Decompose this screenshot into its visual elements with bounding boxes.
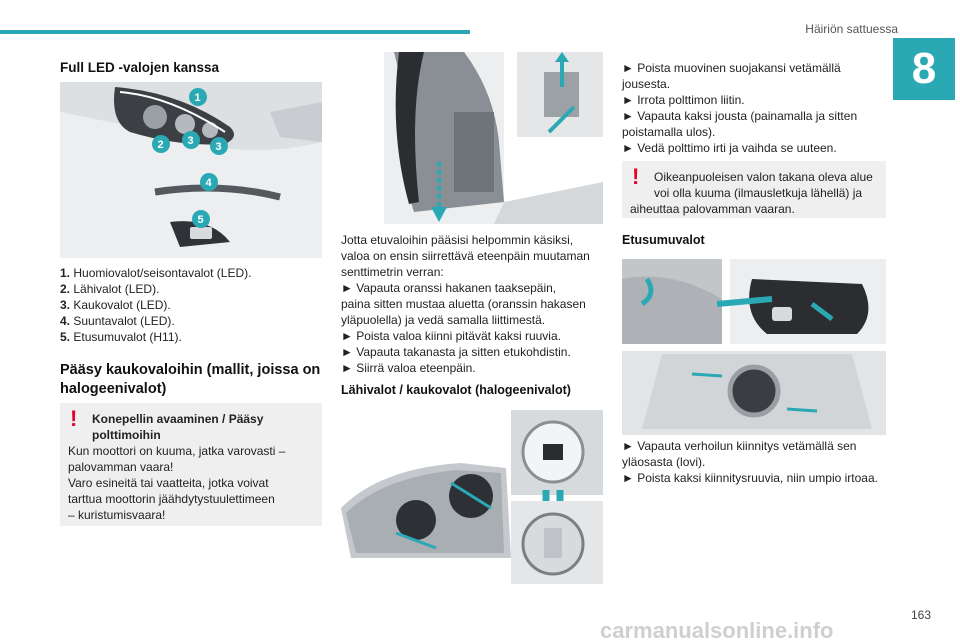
halogen-bulb-illustration — [341, 410, 603, 584]
section-title: Häiriön sattuessa — [805, 22, 898, 36]
legend-item: 2. Lähivalot (LED). — [60, 282, 160, 296]
svg-text:3: 3 — [216, 141, 222, 153]
header-accent-bar — [0, 30, 470, 34]
led-legend-list: 1. Huomiovalot/seisontavalot (LED). 2. L… — [60, 265, 322, 345]
headlight-removal-illustration — [384, 52, 603, 224]
warning-body: Oikeanpuoleisen valon takana oleva alue … — [630, 170, 873, 216]
callout-badge-4: 4 — [200, 173, 218, 191]
legend-item: 3. Kaukovalot (LED). — [60, 298, 171, 312]
fog-light-instructions: ► Vapauta verhoilun kiinnitys vetämällä … — [622, 439, 878, 485]
headlight-instructions: Jotta etuvaloihin pääsisi helpommin käsi… — [341, 233, 590, 375]
warning-icon: ! — [70, 406, 78, 431]
halogen-bulb-image — [341, 408, 603, 584]
heading-low-high-beam: Lähivalot / kaukovalot (halogeenivalot) — [341, 383, 571, 397]
svg-text:4: 4 — [206, 177, 213, 189]
legend-item: 4. Suuntavalot (LED). — [60, 314, 175, 328]
fog-light-image — [622, 259, 886, 435]
heading-halogen-access: Pääsy kaukovaloihin (mallit, joissa on h… — [60, 362, 321, 397]
callout-badge-5: 5 — [192, 210, 210, 228]
warning-box-hot-area: ! Oikeanpuoleisen valon takana oleva alu… — [622, 161, 886, 218]
svg-text:3: 3 — [188, 135, 194, 147]
footer-watermark: carmanualsonline.info — [600, 618, 834, 643]
led-headlight-image: 1 2 3 3 4 5 — [60, 82, 322, 258]
svg-text:1: 1 — [195, 92, 201, 104]
callout-badge-1: 1 — [189, 88, 207, 106]
heading-fog-lights: Etusumuvalot — [622, 233, 705, 247]
headlight-removal-image — [384, 52, 603, 224]
svg-text:2: 2 — [158, 139, 164, 151]
chapter-badge: 8 — [893, 38, 955, 100]
page-number: 163 — [910, 608, 931, 622]
legend-item: 5. Etusumuvalot (H11). — [60, 330, 182, 344]
heading-full-led: Full LED -valojen kanssa — [60, 60, 220, 75]
legend-item: 1. Huomiovalot/seisontavalot (LED). — [60, 266, 252, 280]
callout-badge-3b: 3 — [210, 137, 228, 155]
fog-light-illustration — [622, 259, 886, 435]
warning-box-hood: ! Konepellin avaaminen / Pääsy polttimoi… — [60, 403, 322, 526]
bulb-instructions: ► Poista muovinen suojakansi vetämällä j… — [622, 61, 858, 155]
warning-title: Konepellin avaaminen / Pääsy polttimoihi… — [92, 412, 264, 442]
svg-text:5: 5 — [198, 214, 204, 226]
callout-badge-3a: 3 — [182, 131, 200, 149]
callout-badge-2: 2 — [152, 135, 170, 153]
warning-icon: ! — [632, 164, 640, 189]
warning-body: Kun moottori on kuuma, jatka varovasti –… — [68, 444, 286, 522]
led-headlight-illustration: 1 2 3 3 4 5 — [60, 82, 322, 258]
